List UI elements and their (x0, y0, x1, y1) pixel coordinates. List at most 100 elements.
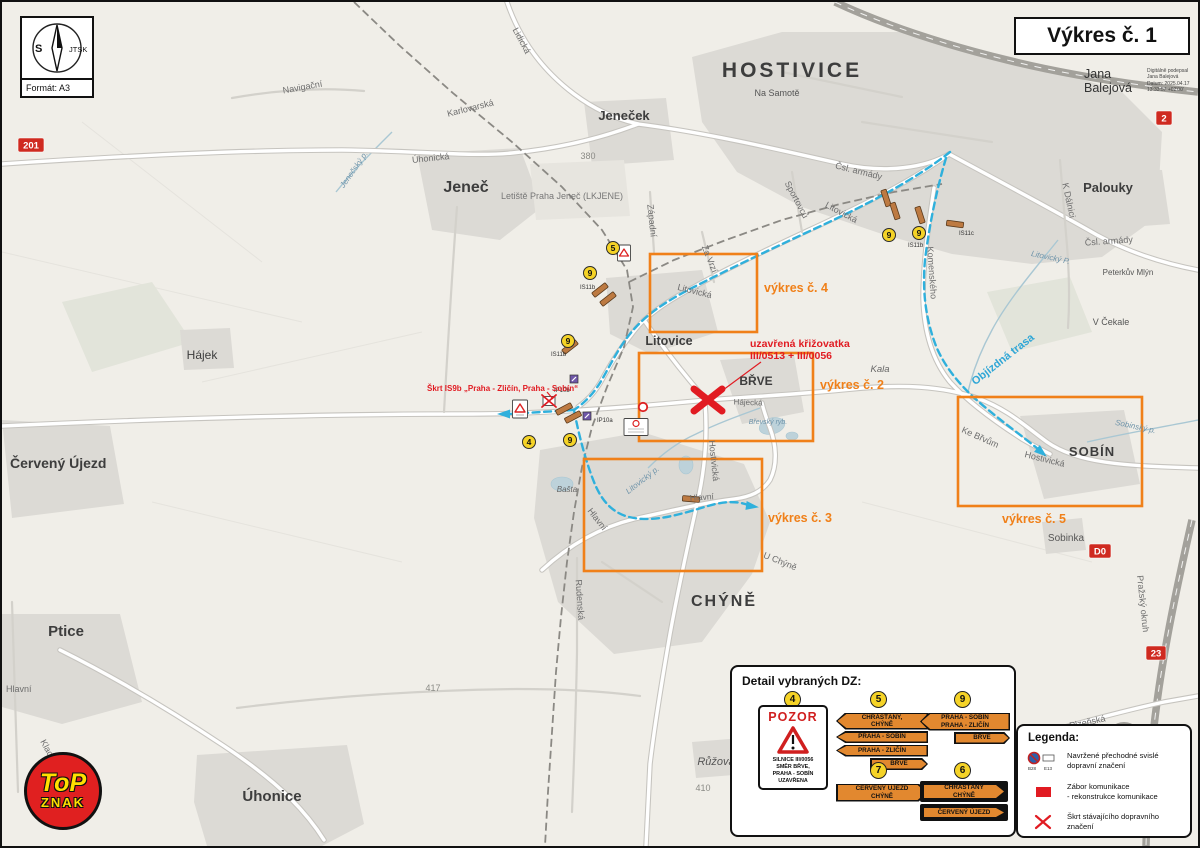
dz-number-badge: 9 (882, 228, 896, 242)
street-label-ke-brvum: Ke Břvům (960, 425, 1000, 450)
closed-junction-label-line2: III/0513 + III/0056 (750, 350, 832, 362)
skrt-note-label: Škrt IS9b „Praha - Zličín, Praha - Sobín… (427, 384, 578, 393)
town-label-jenecek: Jeneček (598, 108, 650, 123)
signature-block: Jana Balejová Digitálně podepsal Jana Ba… (1084, 67, 1198, 96)
dz-number-badge-5: 5 (870, 691, 887, 708)
dz-number-badge: 9 (912, 226, 926, 240)
road-badge-2: 2 (1155, 110, 1173, 126)
legend-label-line: Škrt stávajícího dopravního (1067, 812, 1160, 821)
dz-number: 4 (527, 437, 532, 447)
direction-sign-icon (889, 201, 901, 221)
dz-number-badge: 9 (583, 266, 597, 280)
arrow-text: CHRÁŠŤANY (944, 784, 984, 792)
svg-text:2: 2 (1161, 114, 1166, 125)
vykres-4-label: výkres č. 4 (764, 281, 828, 295)
vykres-2-label: výkres č. 2 (820, 378, 884, 392)
skrt-leader (546, 391, 554, 400)
sign-code-label: IS11b (551, 352, 567, 358)
direction-sign-icon (599, 291, 617, 307)
legend-sign-code: E13 (1044, 766, 1053, 771)
temporary-signs-icon: B28 E13 (1027, 751, 1055, 771)
direction-arrow-sign: PRAHA - SOBÍN (836, 731, 928, 743)
legend-item-label: Navržené přechodné svislé dopravní znače… (1067, 751, 1191, 771)
detour-route-label: Objízdná trasa (970, 331, 1038, 388)
legend-item-label: Škrt stávajícího dopravního značení (1067, 812, 1191, 832)
railway-layer (353, 2, 943, 846)
direction-sign-icon (564, 410, 582, 424)
street-label-hlavni-1: Hlavní (689, 491, 714, 503)
direction-sign-icon (681, 495, 701, 503)
direction-sign-icon (945, 219, 965, 229)
dz-number: 5 (875, 694, 882, 705)
legend-label-line: Zábor komunikace (1067, 782, 1130, 791)
compass-rose: S JTSK (22, 18, 92, 78)
arrow-text: CHRÁŠŤANY, (861, 713, 903, 721)
direction-arrow-sign: CHRÁŠŤANY,CHÝNĚ (836, 712, 928, 730)
road-badge-d0: D0 (1088, 543, 1112, 559)
arrow-text: PRAHA - ZLIČÍN (940, 721, 990, 729)
dz-number: 9 (959, 694, 966, 705)
dz-number: 9 (887, 230, 892, 240)
street-label-hostivicka-1: Hostivická (707, 440, 721, 482)
compass-box: S JTSK Formát: A3 (20, 16, 94, 98)
street-label-hajecka: Hájecká (733, 397, 763, 407)
street-label-komenskeho: Komenského (925, 246, 939, 299)
sign-code-label: IS11c (959, 231, 974, 237)
town-label-hostivice: HOSTIVICE (722, 59, 862, 82)
warning-triangle-icon (777, 726, 809, 754)
arrow-text: BŘVE (890, 760, 908, 768)
drawing-title-box: Výkres č. 1 (1014, 17, 1190, 55)
arrow-text: ČERVENÝ ÚJEZD (855, 785, 909, 793)
legend-label-line: dopravní značení (1067, 761, 1126, 770)
sign-code-label: IP10b (554, 388, 570, 394)
street-label-navigacni: Navigační (282, 79, 324, 96)
town-label-litovice: Litovice (645, 334, 692, 348)
street-label-za-vrzi: Za Vrzí (700, 244, 720, 275)
dz-number: 9 (917, 228, 922, 238)
signature-note: Digitálně podepsal Jana Balejová Datum: … (1147, 68, 1198, 96)
direction-sign-icon (914, 205, 926, 225)
direction-arrow-sign: BŘVE (954, 732, 1010, 744)
closed-junction-label-line1: uzavřená křižovatka (750, 338, 850, 350)
closure-marks (541, 361, 762, 415)
arrow-text: PRAHA - ZLIČÍN (857, 746, 907, 754)
no-entry-sign-icon (637, 401, 649, 413)
vykres-3-label: výkres č. 3 (768, 511, 832, 525)
sign-code-label: IS11b (580, 285, 596, 291)
water-label-jenecsky-p: Jenečský p. (338, 150, 370, 191)
town-label-sobin: SOBÍN (1069, 444, 1115, 459)
direction-sign-panel: ČERVENÝ ÚJEZD (920, 804, 1008, 821)
town-label-palouky: Palouky (1083, 180, 1134, 195)
town-label-cerveny-ujezd: Červený Újezd (10, 454, 106, 471)
direction-sign-icon (555, 402, 573, 416)
dz-number: 5 (611, 243, 616, 253)
dz-number: 4 (789, 694, 796, 705)
vykres-3-box (582, 457, 764, 573)
water-label-brevsky-ryb: Břevský ryb. (749, 419, 788, 426)
place-label-na-samote: Na Samotě (754, 88, 799, 98)
legend-label-line: značení (1067, 821, 1094, 831)
arrow-text: CHÝNĚ (870, 721, 894, 728)
vykres-2-box (637, 351, 815, 443)
arrow-text: CHÝNĚ (870, 792, 894, 800)
pozor-line: SILNICE III/0056 (772, 757, 814, 763)
arrow-text: BŘVE (973, 734, 991, 742)
spot-height-417: 417 (425, 683, 440, 693)
legend-heading: Legenda: (1028, 732, 1080, 744)
pozor-line: UZAVŘENA (778, 778, 808, 785)
closed-junction-cross (690, 385, 726, 415)
traffic-sign-icons: 5 9 9 9 4 9 9 IS11b IS11c IS11b IS11b IP… (512, 188, 974, 503)
signature-note-line: 13:33:57 +02'00' (1147, 86, 1184, 93)
signature-name: Jana Balejová (1084, 67, 1132, 95)
svg-text:23: 23 (1151, 649, 1162, 660)
pozor-line: SMĚR BŘVE, (776, 764, 810, 771)
detour-arrowhead-west (497, 409, 510, 419)
direction-sign-icon (880, 188, 892, 208)
detour-sign-icon (582, 411, 592, 421)
